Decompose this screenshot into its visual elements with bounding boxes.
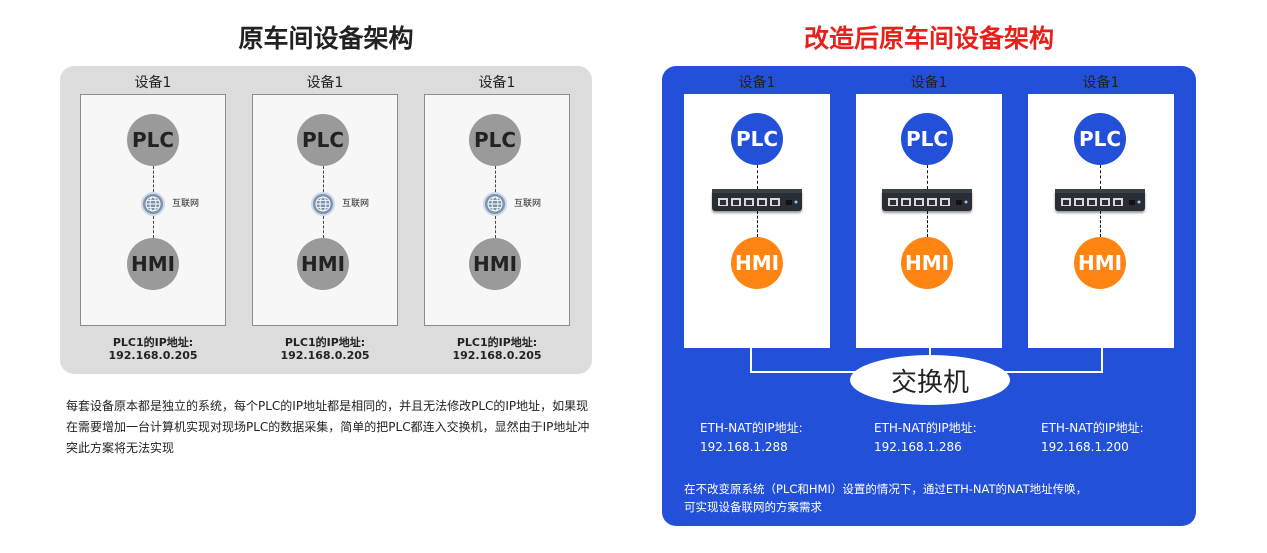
device-label: 设备1: [738, 75, 776, 91]
switch-node: 交换机: [850, 355, 1010, 405]
device-label: 设备1: [306, 75, 344, 91]
hmi-node: HMI: [127, 238, 179, 290]
plc-ip-label: PLC1的IP地址:: [284, 336, 366, 349]
ethernet-switch-icon: [1055, 189, 1145, 211]
internet-label: 互联网: [342, 199, 370, 209]
plc-node: PLC: [297, 114, 349, 166]
eth-nat-ip-label: ETH-NAT的IP地址:: [1041, 421, 1144, 435]
connection-line: [323, 166, 324, 192]
hmi-node: HMI: [901, 237, 953, 289]
plc-node: PLC: [1074, 113, 1126, 165]
original-architecture-description: 每套设备原本都是独立的系统，每个PLC的IP地址都是相同的，并且无法修改PLC的…: [66, 399, 590, 455]
device-label: 设备1: [134, 75, 172, 91]
connection-line: [927, 165, 928, 189]
plc-node: PLC: [469, 114, 521, 166]
globe-icon: [141, 192, 165, 216]
eth-nat-ip-label: ETH-NAT的IP地址:: [700, 421, 803, 435]
connection-line: [757, 165, 758, 189]
connection-line: [495, 166, 496, 192]
globe-icon: [311, 192, 335, 216]
connection-line: [1100, 211, 1101, 237]
note-line: 在不改变原系统（PLC和HMI）设置的情况下，通过ETH-NAT的NAT地址传唤…: [684, 482, 1088, 496]
connection-line: [153, 216, 154, 238]
plc-ip-value: 192.168.0.205: [108, 349, 198, 362]
globe-icon: [483, 192, 507, 216]
device-label: 设备1: [478, 75, 516, 91]
improved-architecture-note: 在不改变原系统（PLC和HMI）设置的情况下，通过ETH-NAT的NAT地址传唤…: [684, 480, 1184, 516]
eth-nat-ip-value: 192.168.1.200: [1041, 440, 1129, 454]
hmi-node: HMI: [469, 238, 521, 290]
eth-nat-ip-value: 192.168.1.288: [700, 440, 788, 454]
plc-node: PLC: [731, 113, 783, 165]
internet-label: 互联网: [172, 199, 200, 209]
ethernet-switch-icon: [882, 189, 972, 211]
hmi-node: HMI: [731, 237, 783, 289]
eth-nat-ip-label: ETH-NAT的IP地址:: [874, 421, 977, 435]
plc-ip-value: 192.168.0.205: [280, 349, 370, 362]
plc-ip-label: PLC1的IP地址:: [456, 336, 538, 349]
connection-line: [757, 211, 758, 237]
device-label: 设备1: [1082, 75, 1120, 91]
hmi-node: HMI: [1074, 237, 1126, 289]
connection-line: [1100, 165, 1101, 189]
plc-node: PLC: [901, 113, 953, 165]
connection-line: [495, 216, 496, 238]
original-architecture-title: 原车间设备架构: [238, 24, 414, 53]
plc-ip-label: PLC1的IP地址:: [112, 336, 194, 349]
connection-line: [323, 216, 324, 238]
ethernet-switch-icon: [712, 189, 802, 211]
eth-nat-ip-value: 192.168.1.286: [874, 440, 962, 454]
internet-label: 互联网: [514, 199, 542, 209]
plc-node: PLC: [127, 114, 179, 166]
connection-line: [153, 166, 154, 192]
note-line: 可实现设备联网的方案需求: [684, 500, 822, 514]
hmi-node: HMI: [297, 238, 349, 290]
connection-line: [927, 211, 928, 237]
device-label: 设备1: [910, 75, 948, 91]
plc-ip-value: 192.168.0.205: [452, 349, 542, 362]
improved-architecture-title: 改造后原车间设备架构: [803, 24, 1054, 53]
